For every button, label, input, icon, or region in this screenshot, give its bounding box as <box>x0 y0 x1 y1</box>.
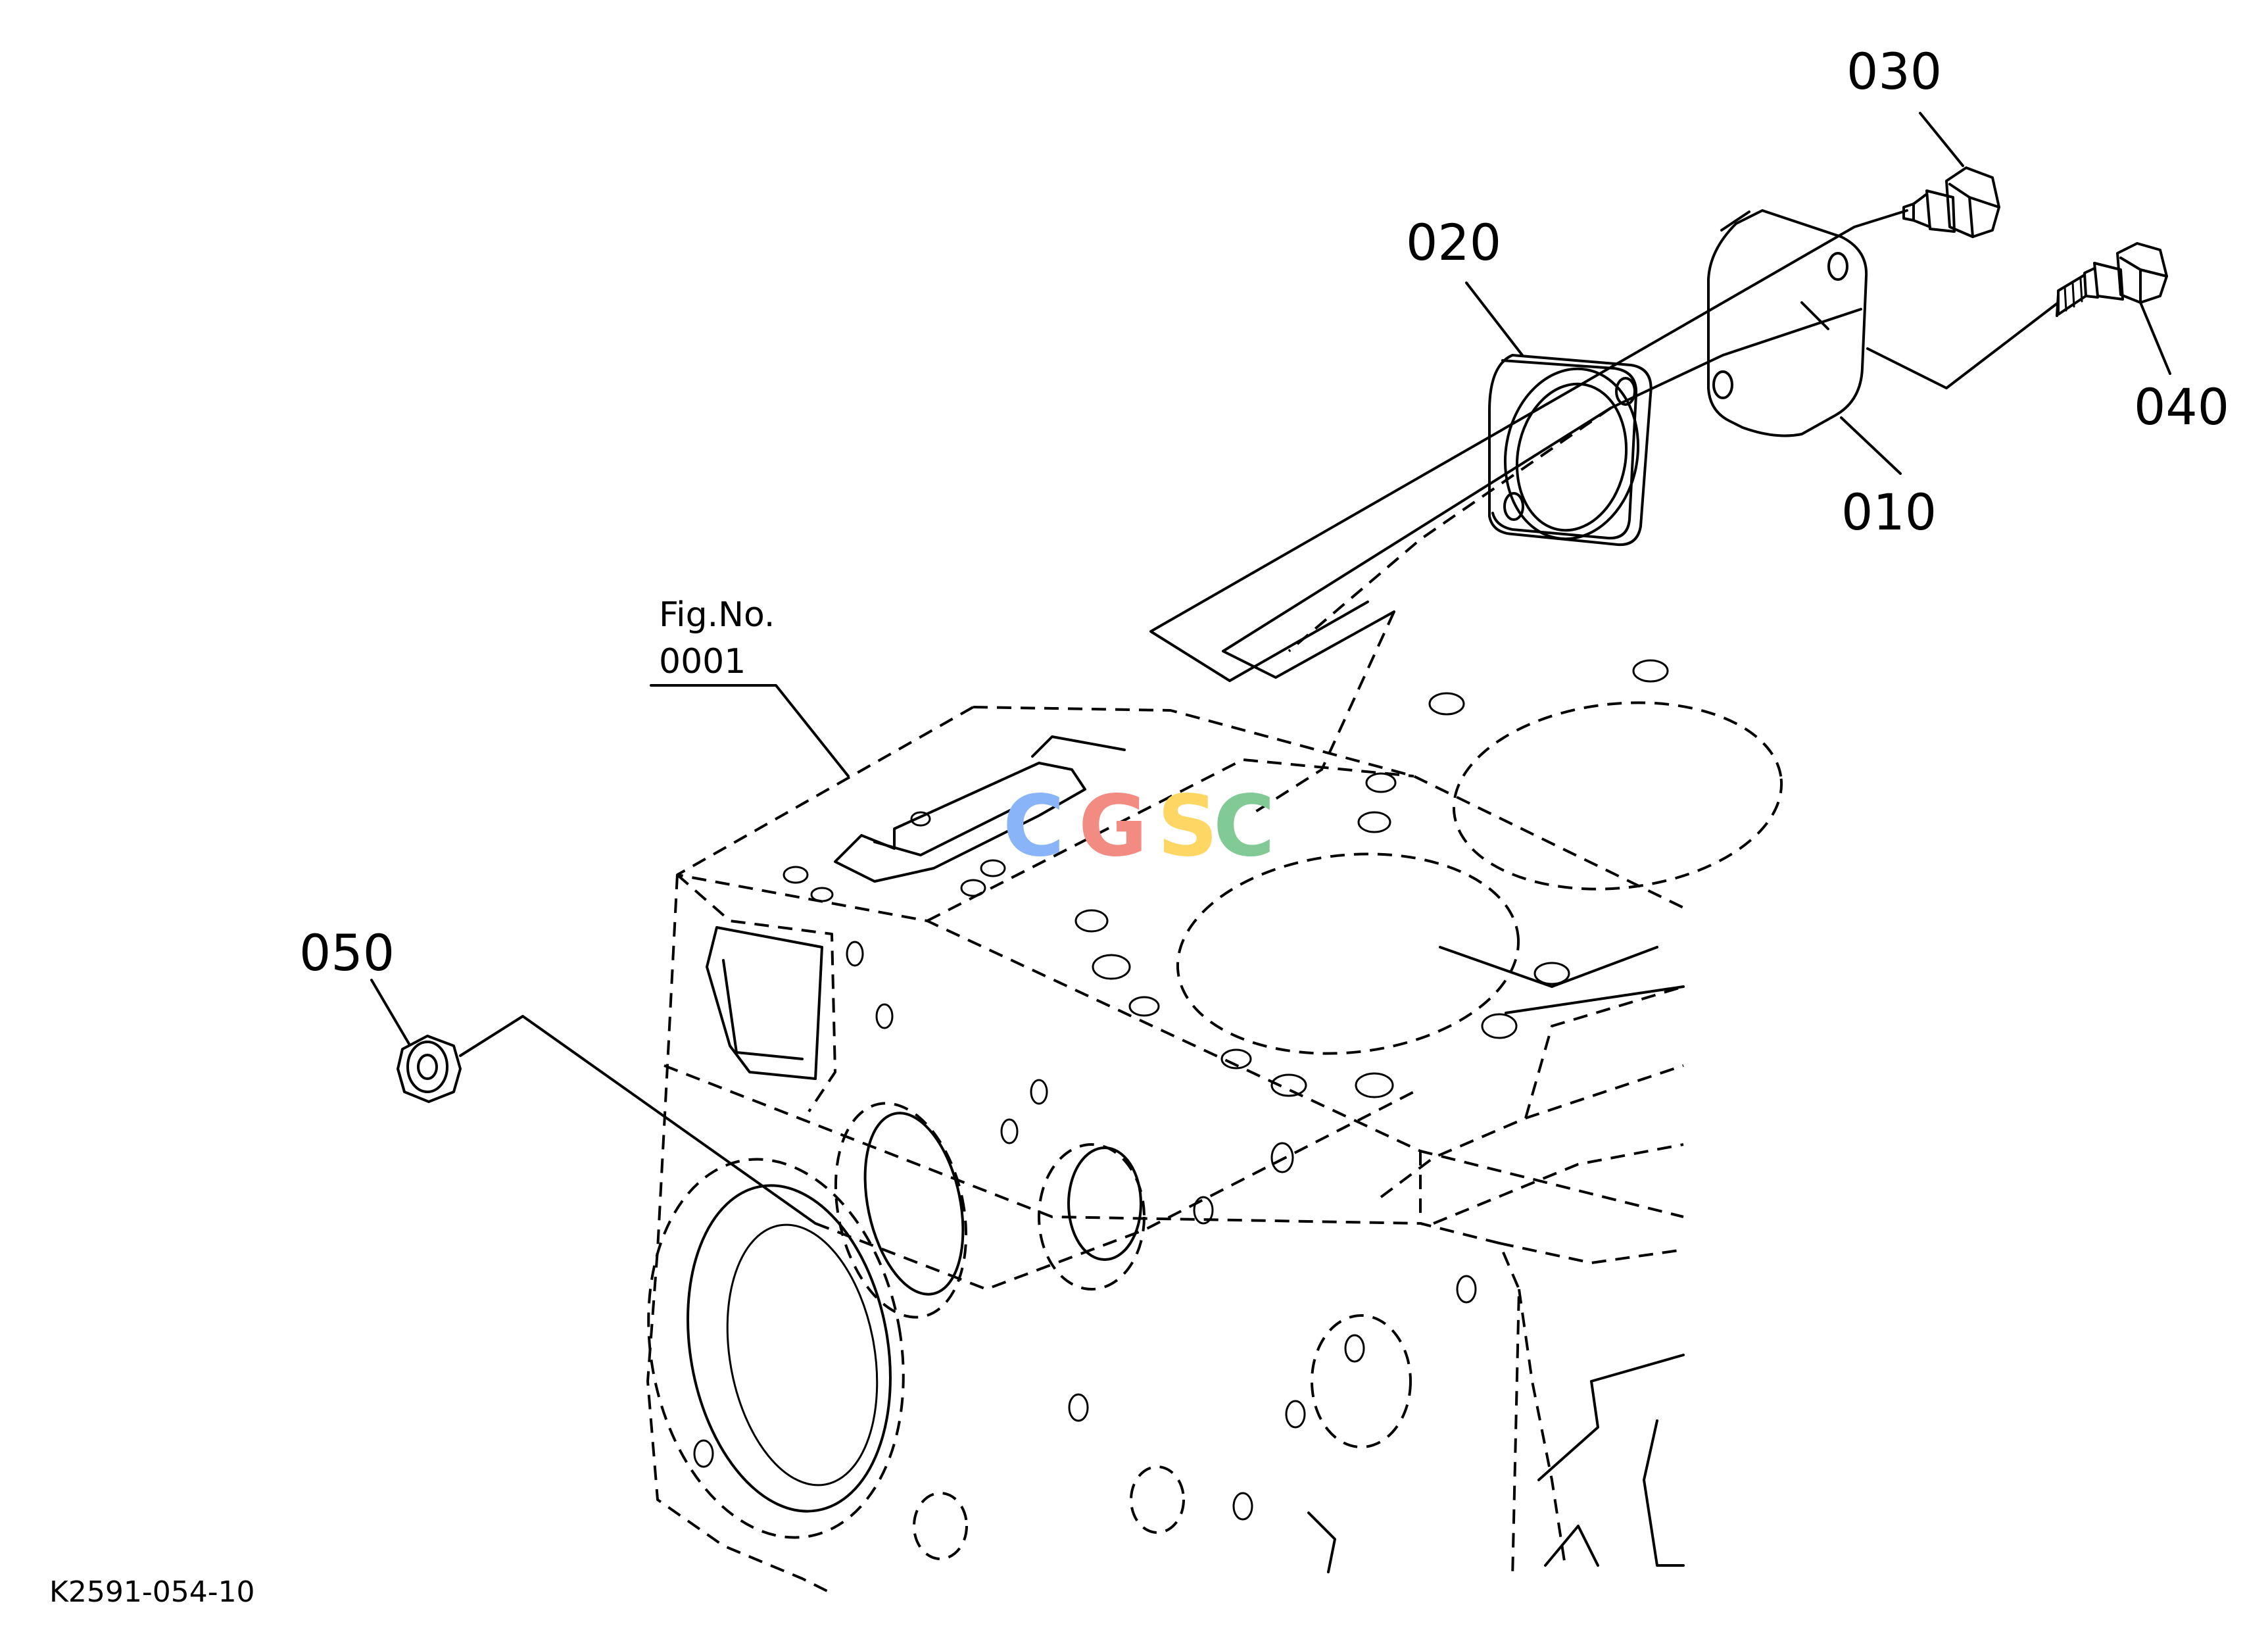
callout-040-label: 040 <box>2134 378 2229 436</box>
callout-010: 010 <box>1840 416 1937 541</box>
callout-010-leader <box>1840 416 1902 475</box>
fig-leader-line <box>650 684 850 777</box>
watermark-logo: C G S C <box>1003 777 1275 875</box>
callout-040-leader <box>2139 301 2171 375</box>
watermark-letter-3: S <box>1157 777 1218 875</box>
part-050-nut <box>397 1035 462 1103</box>
callout-050-leader <box>370 979 410 1045</box>
assembly-lines <box>459 209 2060 1291</box>
figure-reference: Fig.No. 0001 <box>650 595 850 777</box>
part-010-cover-plate <box>1707 209 1868 437</box>
watermark-letter-2: G <box>1078 777 1147 875</box>
fig-label: Fig.No. <box>659 595 775 635</box>
part-040-stud-bolt <box>2056 242 2168 317</box>
part-030-bolt <box>1902 166 2000 238</box>
callout-020: 020 <box>1406 213 1524 356</box>
callout-040: 040 <box>2134 301 2229 436</box>
callout-050-label: 050 <box>299 923 395 982</box>
engine-block-outline <box>646 659 1783 1593</box>
drawing-id: K2591-054-10 <box>49 1575 255 1609</box>
watermark-letter-1: C <box>1003 777 1065 875</box>
part-020-gasket <box>1488 354 1653 547</box>
callout-010-label: 010 <box>1841 483 1937 541</box>
fig-number: 0001 <box>659 642 746 681</box>
watermark-letter-4: C <box>1213 777 1275 875</box>
callout-020-leader <box>1465 282 1524 356</box>
callout-020-label: 020 <box>1406 213 1501 272</box>
callout-030-label: 030 <box>1846 42 1942 101</box>
callout-030: 030 <box>1846 42 1964 167</box>
callout-030-leader <box>1919 112 1964 167</box>
callout-050: 050 <box>299 923 410 1045</box>
